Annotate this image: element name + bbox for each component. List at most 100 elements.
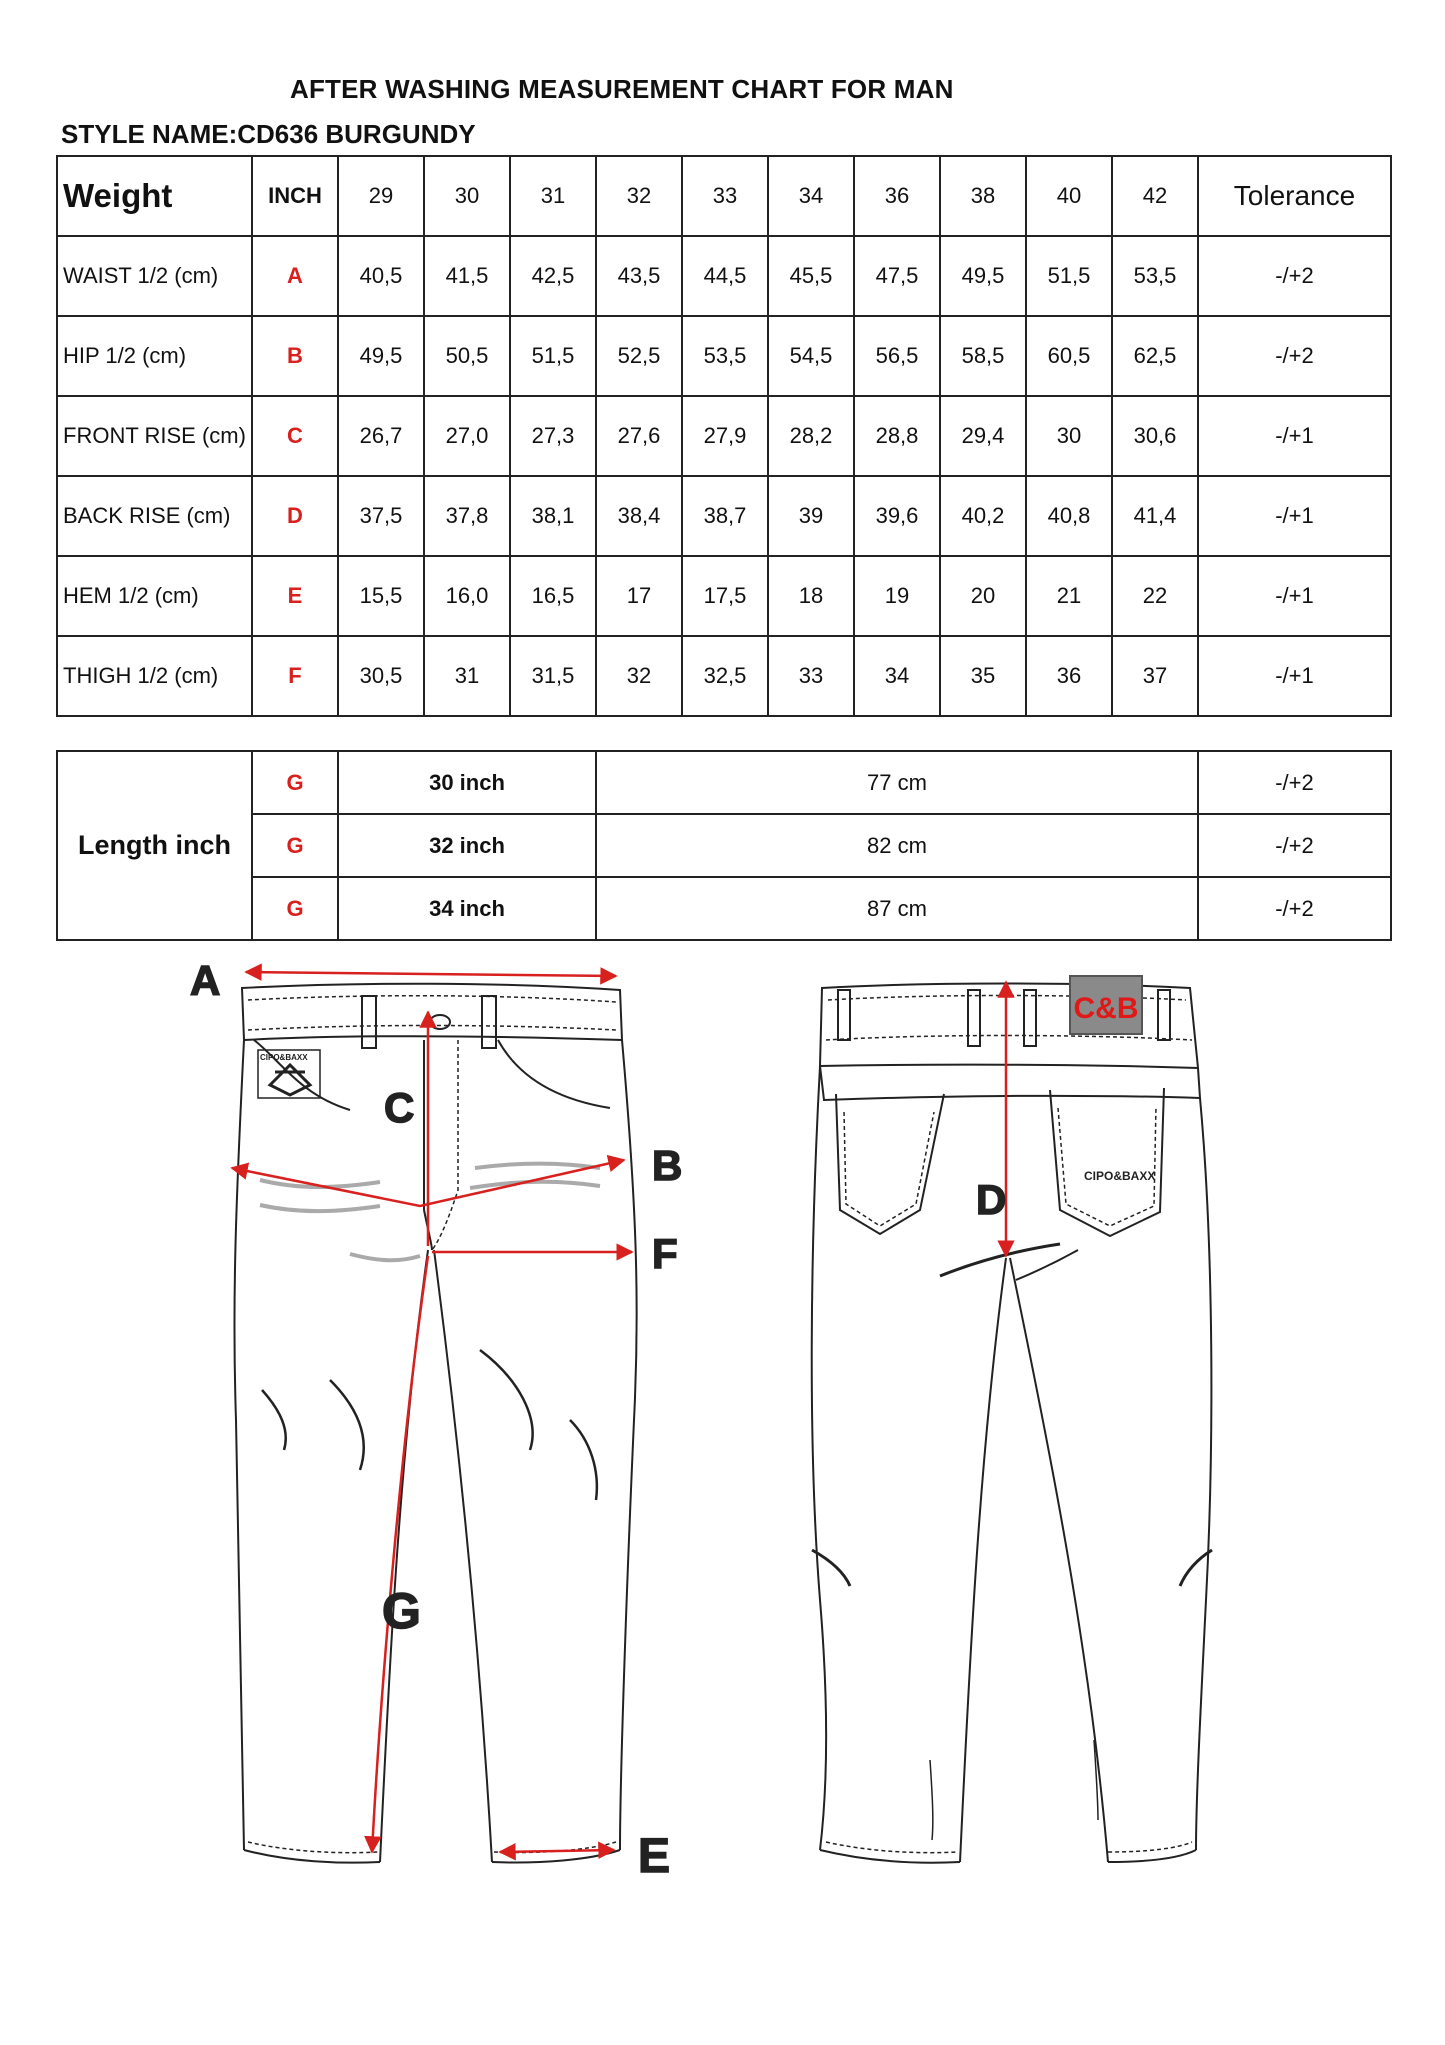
header-weight: Weight [56,155,253,237]
measurement-value: 27,9 [681,395,769,477]
length-row: G 32 inch 82 cm -/+2 [57,813,1392,878]
letter-b-label: B [652,1142,682,1189]
back-pocket-text: CIPO&BAXX [1084,1169,1155,1183]
measurement-value: 26,7 [337,395,425,477]
measurement-value: 31,5 [509,635,597,717]
length-table: Length inch G 30 inch 77 cm -/+2 G 32 in… [56,750,1392,941]
measurement-code: F [251,635,339,717]
header-size: 29 [337,155,425,237]
measurement-code: C [251,395,339,477]
measurement-value: 45,5 [767,235,855,317]
measurement-value: 40,5 [337,235,425,317]
measurement-value: 49,5 [939,235,1027,317]
length-code: G [251,876,339,941]
letter-f-label: F [652,1230,678,1277]
measurement-value: 17 [595,555,683,637]
measurement-value: 42,5 [509,235,597,317]
measurement-value: 30 [1025,395,1113,477]
measurement-value: 30,5 [337,635,425,717]
header-size: 30 [423,155,511,237]
measurement-tolerance: -/+1 [1197,395,1392,477]
measurement-label: BACK RISE (cm) [56,475,253,557]
header-size: 42 [1111,155,1199,237]
measurement-value: 32 [595,635,683,717]
measurement-value: 39 [767,475,855,557]
length-row: Length inch G 30 inch 77 cm -/+2 [56,750,1392,941]
measurement-value: 19 [853,555,941,637]
letter-a-label: A [190,957,220,1004]
measurement-value: 17,5 [681,555,769,637]
measurement-value: 50,5 [423,315,511,397]
front-patch-text: CIPO&BAXX [260,1053,308,1062]
measurement-tolerance: -/+1 [1197,635,1392,717]
length-cm: 87 cm [595,876,1199,941]
length-inch: 34 inch [337,876,597,941]
header-size: 33 [681,155,769,237]
measurement-value: 56,5 [853,315,941,397]
length-inch: 32 inch [337,813,597,878]
measurement-value: 29,4 [939,395,1027,477]
measurement-value: 62,5 [1111,315,1199,397]
header-size: 31 [509,155,597,237]
measurement-value: 40,8 [1025,475,1113,557]
front-pants-drawing [233,982,638,1864]
measurement-label: HEM 1/2 (cm) [56,555,253,637]
measurement-value: 51,5 [509,315,597,397]
measurement-value: 40,2 [939,475,1027,557]
measurement-label: THIGH 1/2 (cm) [56,635,253,717]
length-tolerance: -/+2 [1197,750,1392,815]
chart-title: AFTER WASHING MEASUREMENT CHART FOR MAN [290,74,954,104]
length-label: Length inch [56,750,253,941]
measurement-value: 37,5 [337,475,425,557]
measurement-value: 53,5 [681,315,769,397]
measurement-value: 52,5 [595,315,683,397]
measurement-value: 47,5 [853,235,941,317]
length-cm: 77 cm [595,750,1199,815]
length-code: G [251,750,339,815]
header-size: 34 [767,155,855,237]
length-cm: 82 cm [595,813,1199,878]
back-pants-drawing [810,975,1213,1864]
length-inch: 30 inch [337,750,597,815]
measurement-label: WAIST 1/2 (cm) [56,235,253,317]
measurement-value: 21 [1025,555,1113,637]
measurement-value: 28,8 [853,395,941,477]
letter-e-label: E [638,1830,670,1883]
measurement-value: 20 [939,555,1027,637]
measurement-value: 18 [767,555,855,637]
measurement-value: 38,7 [681,475,769,557]
measurement-value: 39,6 [853,475,941,557]
size-measurement-table: Weight INCH 29 30 31 32 33 34 36 38 40 4… [56,155,1392,717]
length-tolerance: -/+2 [1197,813,1392,878]
header-inch: INCH [251,155,339,237]
measurement-value: 16,5 [509,555,597,637]
letter-g-label: G [382,1583,421,1639]
measurement-value: 41,5 [423,235,511,317]
measurement-value: 60,5 [1025,315,1113,397]
header-tolerance: Tolerance [1197,155,1392,237]
measurement-value: 58,5 [939,315,1027,397]
letter-c-label: C [384,1084,414,1131]
length-tolerance: -/+2 [1197,876,1392,941]
measurement-value: 27,6 [595,395,683,477]
measurement-value: 33 [767,635,855,717]
header-size: 36 [853,155,941,237]
measurement-value: 16,0 [423,555,511,637]
header-size: 32 [595,155,683,237]
measurement-value: 22 [1111,555,1199,637]
table-header-row: Weight INCH 29 30 31 32 33 34 36 38 40 4… [56,155,1392,237]
measurement-code: E [251,555,339,637]
measurement-value: 35 [939,635,1027,717]
measurement-value: 36 [1025,635,1113,717]
measurement-letters: A C B F G E D [189,956,1007,1884]
measurement-value: 28,2 [767,395,855,477]
measurement-value: 41,4 [1111,475,1199,557]
length-code: G [251,813,339,878]
header-size: 38 [939,155,1027,237]
